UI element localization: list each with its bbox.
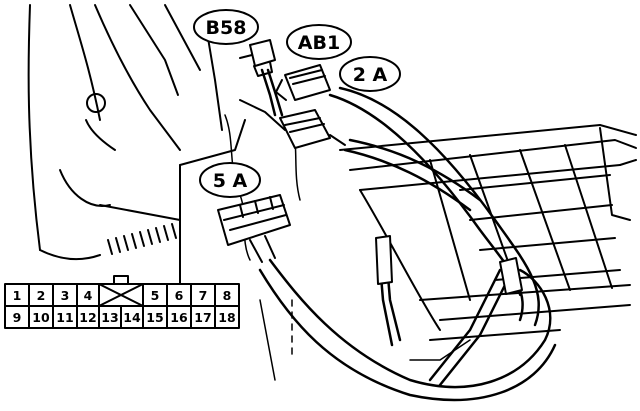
connector-stub bbox=[375, 235, 523, 295]
pin-label: 4 bbox=[84, 288, 93, 303]
callout-b58-label: B58 bbox=[206, 17, 247, 39]
pin-labels: 1 2 3 4 5 6 7 8 9 10 11 12 13 14 15 16 1… bbox=[13, 288, 236, 325]
callout-5a-label: 5 A bbox=[213, 170, 248, 192]
pin-label: 17 bbox=[194, 310, 211, 325]
callout-b58: B58 bbox=[193, 9, 259, 45]
connector-5a bbox=[217, 194, 291, 263]
pin-label: 15 bbox=[146, 310, 163, 325]
callout-5a: 5 A bbox=[199, 162, 261, 198]
callout-ab1: AB1 bbox=[286, 24, 352, 60]
callout-ab1-label: AB1 bbox=[298, 32, 340, 54]
pin-label: 16 bbox=[170, 310, 188, 325]
callout-2a: 2 A bbox=[339, 56, 401, 92]
pin-label: 7 bbox=[199, 288, 208, 303]
pin-label: 18 bbox=[218, 310, 235, 325]
pin-label: 6 bbox=[175, 288, 184, 303]
pin-label: 8 bbox=[223, 288, 232, 303]
pin-label: 10 bbox=[32, 310, 50, 325]
connector-ab1 bbox=[275, 64, 331, 101]
pin-label: 13 bbox=[101, 310, 118, 325]
pin-label: 5 bbox=[151, 288, 160, 303]
pin-label: 1 bbox=[13, 288, 22, 303]
pin-label: 9 bbox=[13, 310, 22, 325]
pin-label: 11 bbox=[56, 310, 73, 325]
connector-pin-layout bbox=[4, 275, 240, 329]
connector-2a bbox=[279, 109, 346, 149]
pin-label: 12 bbox=[79, 310, 96, 325]
pin-label: 2 bbox=[37, 288, 46, 303]
callout-2a-label: 2 A bbox=[353, 64, 388, 86]
pin-label: 3 bbox=[61, 288, 70, 303]
pin-label: 14 bbox=[123, 310, 141, 325]
connector-b58 bbox=[239, 39, 276, 77]
